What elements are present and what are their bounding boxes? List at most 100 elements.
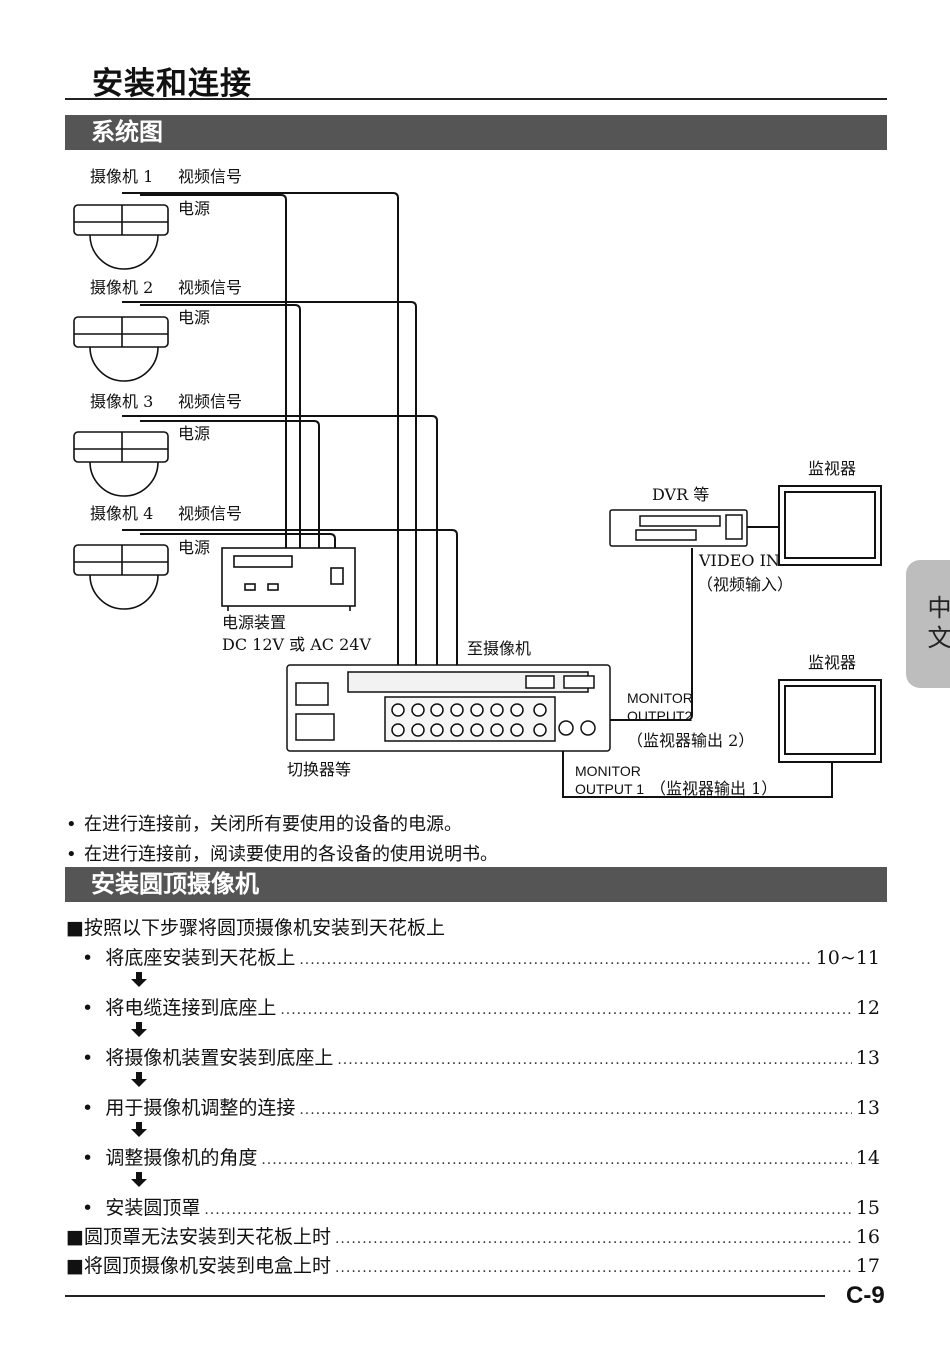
- camera-1-icon: [73, 204, 169, 270]
- toc-leader-dots: [299, 1102, 851, 1118]
- language-tab: 中文: [906, 560, 950, 688]
- toc-step-bullet: •: [82, 1097, 94, 1119]
- camera-3-power-label: 电源: [178, 424, 210, 443]
- monitor-output1-label-2: OUTPUT 1: [575, 781, 644, 797]
- monitor-2-label: 监视器: [808, 653, 856, 672]
- toc-step-page: 15: [855, 1197, 880, 1219]
- toc-step-page: 12: [855, 997, 880, 1019]
- square-marker: ■: [66, 1226, 84, 1248]
- monitor-output1-cn-label: （监视器输出 1）: [650, 779, 777, 798]
- monitor-1-label: 监视器: [808, 459, 856, 478]
- power-unit-label: 电源装置: [222, 613, 286, 632]
- camera-2-icon: [73, 316, 169, 382]
- toc-extra-text: 圆顶罩无法安装到天花板上时: [83, 1226, 331, 1248]
- camera-4-video-label: 视频信号: [178, 504, 242, 523]
- toc-step: • 调整摄像机的角度 14: [82, 1143, 880, 1169]
- page-title: 安装和连接: [92, 66, 252, 102]
- power-unit-icon: [221, 547, 356, 611]
- toc-step: • 将底座安装到天花板上 10~11: [82, 943, 880, 969]
- toc-step-bullet: •: [82, 1147, 94, 1169]
- power-unit-spec: DC 12V 或 AC 24V: [222, 635, 371, 654]
- camera-2-label: 摄像机 2: [90, 278, 153, 297]
- toc-extra: ■将圆顶摄像机安装到电盒上时 17: [66, 1251, 880, 1277]
- arrow-down-icon: [131, 1022, 147, 1037]
- toc-step-page: 10~11: [815, 947, 880, 969]
- camera-4-icon: [73, 544, 169, 610]
- arrow-down-icon: [131, 1072, 147, 1087]
- toc-extra-page: 17: [855, 1255, 880, 1277]
- camera-4-label: 摄像机 4: [90, 504, 153, 523]
- toc-step: • 安装圆顶罩 15: [82, 1193, 880, 1219]
- toc-step-text: 安装圆顶罩: [105, 1197, 201, 1219]
- square-marker: ■: [66, 1255, 84, 1277]
- note-2: • 在进行连接前，阅读要使用的各设备的使用说明书。: [66, 840, 498, 866]
- switcher-label: 切换器等: [287, 760, 351, 779]
- toc-extra: ■圆顶罩无法安装到天花板上时 16: [66, 1222, 880, 1248]
- camera-3-video-label: 视频信号: [178, 392, 242, 411]
- section-header-system: 系统图: [65, 115, 887, 150]
- monitor-output2-label-2: OUTPUT2: [627, 708, 693, 724]
- note-text: 在进行连接前，阅读要使用的各设备的使用说明书。: [84, 844, 498, 865]
- arrow-down-icon: [131, 972, 147, 987]
- toc-step-bullet: •: [82, 947, 94, 969]
- toc-step-bullet: •: [82, 1047, 94, 1069]
- camera-2-power-label: 电源: [178, 308, 210, 327]
- toc-step-page: 13: [855, 1097, 880, 1119]
- camera-4-power-label: 电源: [178, 538, 210, 557]
- camera-1-video-label: 视频信号: [178, 167, 242, 186]
- toc-leader-dots: [261, 1152, 851, 1168]
- toc-leader-dots: [335, 1231, 852, 1247]
- toc-heading: ■按照以下步骤将圆顶摄像机安装到天花板上: [66, 913, 445, 940]
- monitor-2-icon: [778, 679, 882, 763]
- toc-extra-text: 将圆顶摄像机安装到电盒上时: [83, 1255, 331, 1277]
- toc-step-text: 调整摄像机的角度: [105, 1147, 258, 1169]
- switcher-bnc-connectors: [391, 703, 596, 737]
- monitor-output1-label: MONITOR: [575, 763, 641, 779]
- arrow-down-icon: [131, 1172, 147, 1187]
- toc-step-page: 13: [855, 1047, 880, 1069]
- section-header-install: 安装圆顶摄像机: [65, 867, 887, 902]
- to-camera-label: 至摄像机: [467, 639, 531, 658]
- toc-step: • 用于摄像机调整的连接 13: [82, 1093, 880, 1119]
- note-text: 在进行连接前，关闭所有要使用的设备的电源。: [84, 814, 462, 835]
- toc-extra-page: 16: [855, 1226, 880, 1248]
- toc-step-text: 将底座安装到天花板上: [105, 947, 296, 969]
- toc-step-text: 用于摄像机调整的连接: [105, 1097, 296, 1119]
- camera-1-label: 摄像机 1: [90, 167, 153, 186]
- dvr-label: DVR 等: [652, 485, 709, 504]
- toc-step: • 将电缆连接到底座上12: [82, 993, 880, 1019]
- note-1: • 在进行连接前，关闭所有要使用的设备的电源。: [66, 810, 462, 836]
- monitor-output2-cn-label: （监视器输出 2）: [627, 731, 754, 750]
- camera-cables: [122, 192, 833, 798]
- toc-step-bullet: •: [82, 1197, 94, 1219]
- video-in-cn-label: （视频输入）: [697, 575, 793, 594]
- video-in-label: VIDEO IN: [698, 551, 780, 570]
- arrow-down-icon: [131, 1122, 147, 1137]
- monitor-1-icon: [778, 485, 882, 566]
- note-bullet: •: [66, 814, 77, 835]
- toc-step-text: 将电缆连接到底座上: [105, 997, 277, 1019]
- toc-step-text: 将摄像机装置安装到底座上: [105, 1047, 334, 1069]
- toc-leader-dots: [204, 1202, 851, 1218]
- camera-3-label: 摄像机 3: [90, 392, 153, 411]
- toc-step: • 将摄像机装置安装到底座上 13: [82, 1043, 880, 1069]
- page-number: C-9: [846, 1282, 885, 1309]
- bottom-rule: [65, 1295, 825, 1297]
- title-rule: [65, 98, 887, 100]
- camera-3-icon: [73, 431, 169, 497]
- toc-leader-dots: [335, 1260, 852, 1276]
- square-marker: ■: [66, 917, 84, 939]
- dvr-icon: [609, 509, 748, 547]
- camera-2-video-label: 视频信号: [178, 278, 242, 297]
- switcher-icon: [286, 664, 611, 752]
- note-bullet: •: [66, 844, 77, 865]
- camera-1-power-label: 电源: [178, 199, 210, 218]
- monitor-output2-label: MONITOR: [627, 690, 693, 706]
- system-diagram: 摄像机 1 视频信号 电源 摄像机 2 视频信号 电源 摄像机 3 视频信号 电…: [73, 167, 882, 798]
- toc-step-page: 14: [855, 1147, 880, 1169]
- toc-heading-text: 按照以下步骤将圆顶摄像机安装到天花板上: [83, 917, 445, 939]
- toc-leader-dots: [299, 952, 811, 968]
- toc-leader-dots: [280, 1002, 851, 1018]
- language-tab-label: 中文: [923, 595, 950, 655]
- toc-leader-dots: [337, 1052, 851, 1068]
